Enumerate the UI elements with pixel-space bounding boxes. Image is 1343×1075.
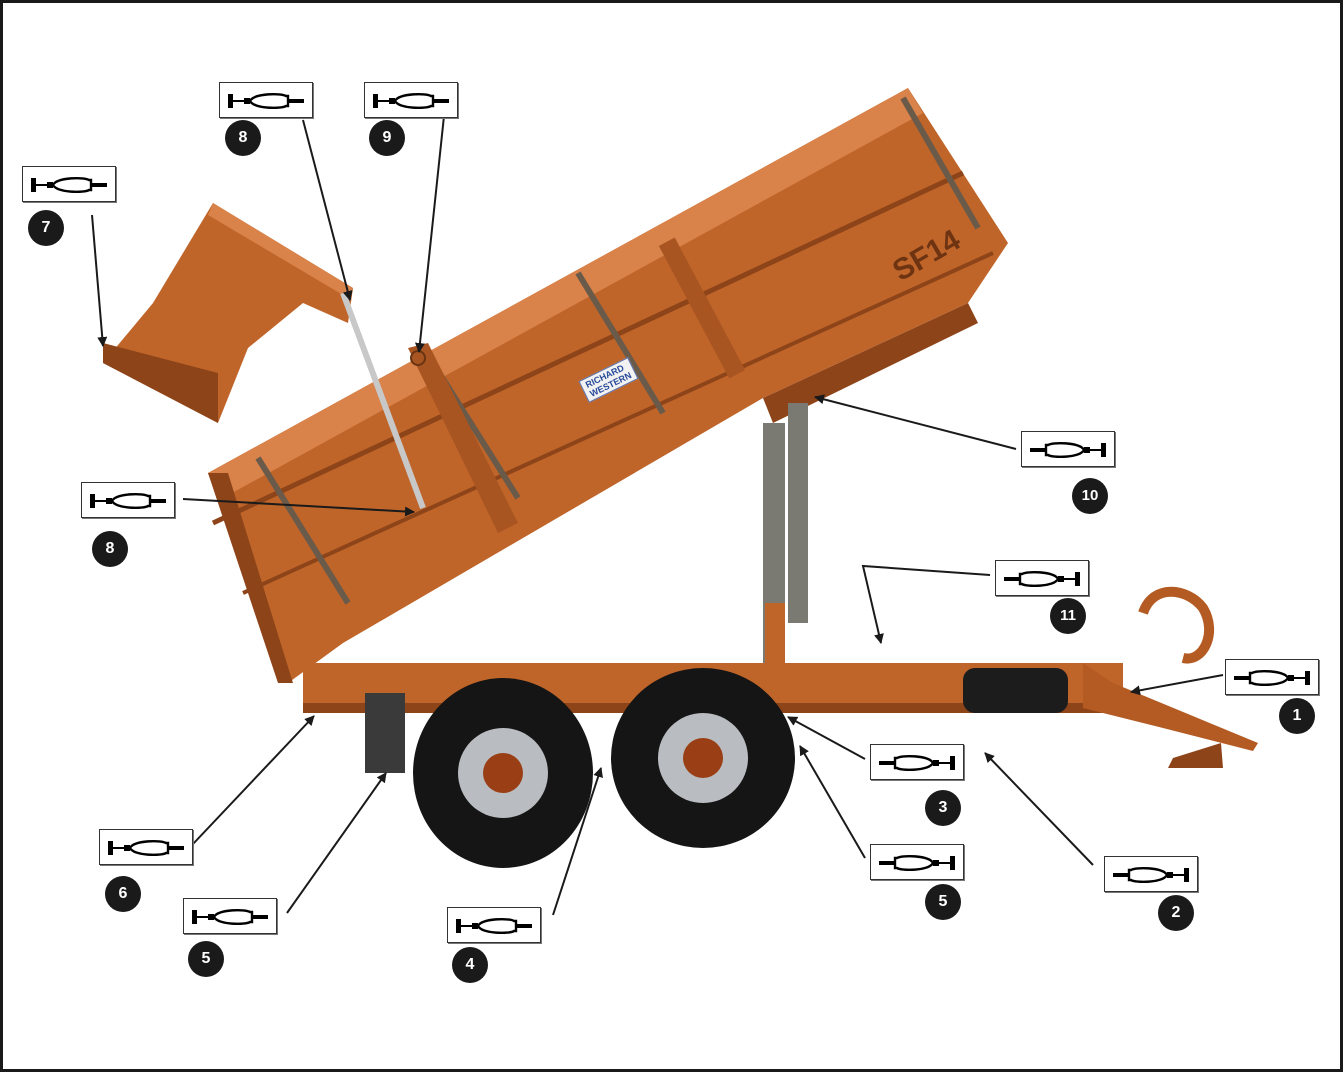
grease-nipple-left-angle-icon xyxy=(106,837,186,857)
callout-number-11: 11 xyxy=(1050,598,1086,634)
leader-11 xyxy=(863,566,990,643)
leader-9 xyxy=(419,116,444,352)
lubrication-point-box-3 xyxy=(870,744,964,780)
hydraulic-ram xyxy=(763,403,808,673)
callout-number-6: 6 xyxy=(105,876,141,912)
lubrication-point-box-8b xyxy=(81,482,175,518)
grease-nipple-right-angle-icon xyxy=(1002,568,1082,588)
front-wheel xyxy=(611,668,795,848)
rear-wheel xyxy=(413,678,593,868)
callout-number-8b: 8 xyxy=(92,531,128,567)
lubrication-point-box-9 xyxy=(364,82,458,118)
callout-number-5b: 5 xyxy=(925,884,961,920)
lubrication-point-box-4 xyxy=(447,907,541,943)
lubrication-point-box-10 xyxy=(1021,431,1115,467)
leader-6 xyxy=(193,716,314,844)
callout-number-5a: 5 xyxy=(188,941,224,977)
callout-number-8a: 8 xyxy=(225,120,261,156)
callout-number-7: 7 xyxy=(28,210,64,246)
callout-number-10: 10 xyxy=(1072,478,1108,514)
leader-2 xyxy=(985,753,1093,865)
grease-nipple-right-angle-icon xyxy=(877,752,957,772)
grease-nipple-left-angle-icon xyxy=(29,174,109,194)
grease-nipple-right-angle-icon xyxy=(1232,667,1312,687)
leader-5a xyxy=(287,773,386,913)
grease-nipple-left-angle-icon xyxy=(88,490,168,510)
callout-number-9: 9 xyxy=(369,120,405,156)
lubrication-point-box-5b xyxy=(870,844,964,880)
grease-nipple-right-angle-icon xyxy=(1028,439,1108,459)
grease-nipple-left-angle-icon xyxy=(371,90,451,110)
lubrication-point-box-5a xyxy=(183,898,277,934)
callout-number-2: 2 xyxy=(1158,895,1194,931)
lubrication-point-box-11 xyxy=(995,560,1089,596)
leader-5b xyxy=(800,746,865,858)
grease-nipple-left-angle-icon xyxy=(226,90,306,110)
callout-number-1: 1 xyxy=(1279,698,1315,734)
grease-nipple-left-angle-icon xyxy=(190,906,270,926)
leader-3 xyxy=(788,717,865,759)
lubrication-point-box-8a xyxy=(219,82,313,118)
lubrication-point-box-2 xyxy=(1104,856,1198,892)
callout-number-4: 4 xyxy=(452,947,488,983)
grease-nipple-left-angle-icon xyxy=(454,915,534,935)
leader-7 xyxy=(92,215,103,346)
lubrication-point-box-6 xyxy=(99,829,193,865)
grease-nipple-right-angle-icon xyxy=(1111,864,1191,884)
leader-10 xyxy=(815,397,1016,449)
callout-number-3: 3 xyxy=(925,790,961,826)
leader-1 xyxy=(1131,675,1223,692)
lubrication-point-box-1 xyxy=(1225,659,1319,695)
grease-nipple-right-angle-icon xyxy=(877,852,957,872)
lubrication-point-box-7 xyxy=(22,166,116,202)
